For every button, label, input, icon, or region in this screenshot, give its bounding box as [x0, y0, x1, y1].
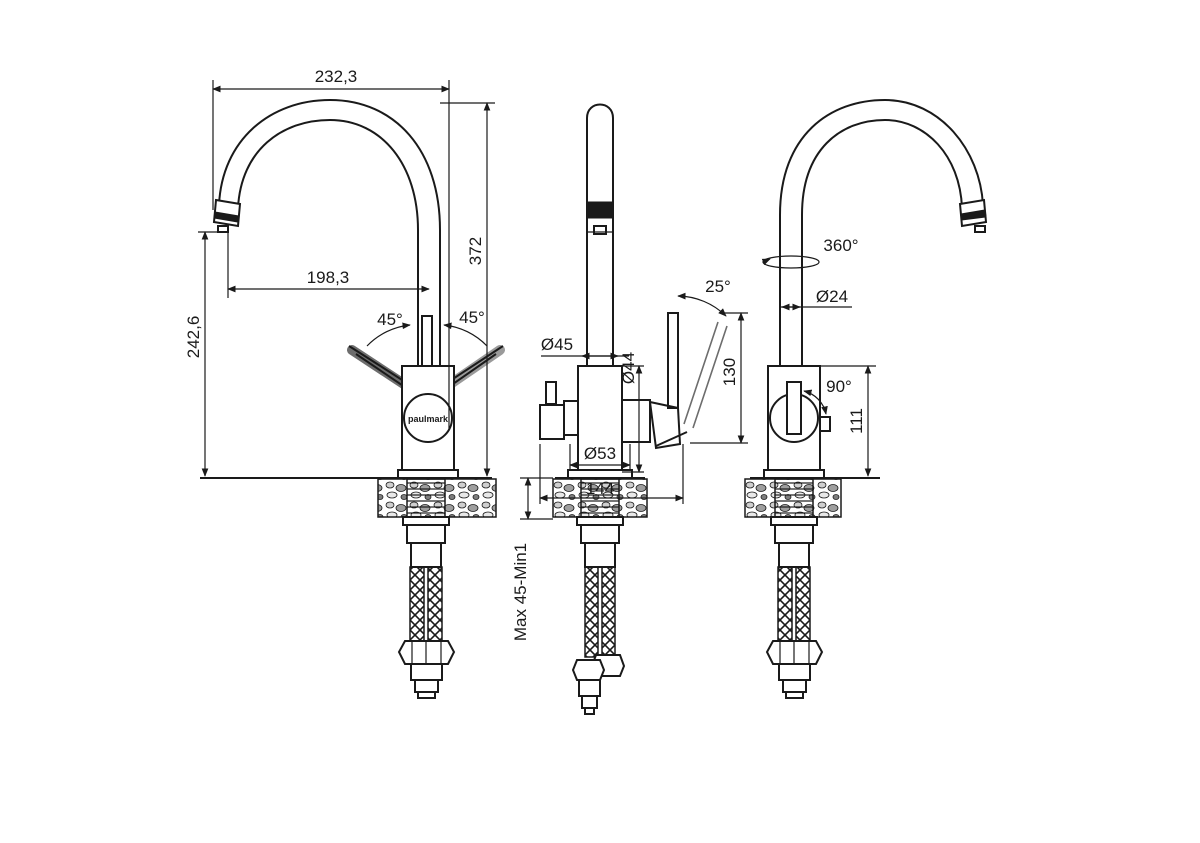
- dim-body-diameter: Ø45: [541, 335, 573, 354]
- side-dimensions: Ø45 Ø44 Ø53 25° 130 144 Max 45-Min1: [511, 277, 748, 641]
- dim-lever-rotation: 90°: [826, 377, 852, 396]
- dim-body-height: 111: [847, 408, 866, 434]
- front-view: paulmark: [200, 98, 505, 699]
- dim-spout-reach: 198,3: [307, 268, 350, 287]
- brand-logo: paulmark: [408, 414, 449, 424]
- dim-lever-diameter: Ø44: [619, 352, 638, 384]
- dim-overall-height: 372: [466, 237, 485, 265]
- dim-base-diameter: Ø53: [584, 444, 616, 463]
- dim-lever-height: 130: [720, 358, 739, 386]
- dim-base-width: 144: [586, 479, 614, 498]
- dim-spout-diameter: Ø24: [816, 287, 848, 306]
- dim-spout-height: 242,6: [184, 316, 203, 359]
- dim-spout-rotation: 360°: [823, 236, 858, 255]
- dim-lever-tilt: 25°: [705, 277, 731, 296]
- dim-overall-reach: 232,3: [315, 67, 358, 86]
- dim-lever-angle-left: 45°: [377, 310, 403, 329]
- back-dimensions: 360° Ø24 90° 111: [761, 236, 876, 477]
- dim-mount-thickness: Max 45-Min1: [511, 543, 530, 641]
- front-dimensions: 232,3 198,3 372 242,6 45° 45°: [184, 67, 495, 477]
- back-view: [744, 98, 988, 699]
- dim-lever-angle-right: 45°: [459, 308, 485, 327]
- side-view: [539, 103, 728, 715]
